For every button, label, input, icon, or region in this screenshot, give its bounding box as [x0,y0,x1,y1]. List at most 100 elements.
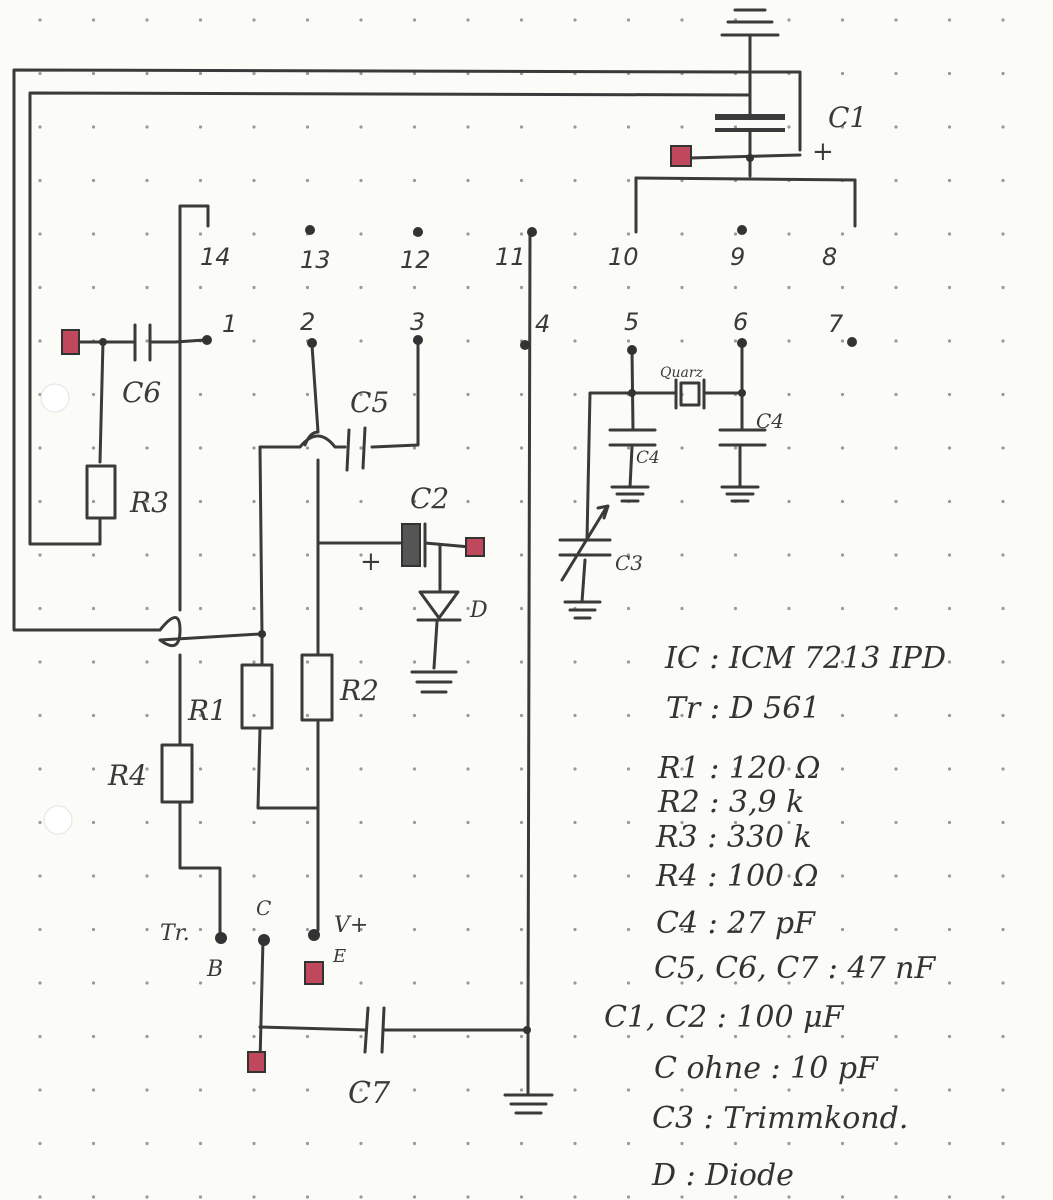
c2-plus-label: + [360,547,382,577]
trimmer-wire [585,391,635,542]
c4b-label: C4 [756,409,784,433]
ground-trimmer [563,600,602,620]
pad-c7 [247,1051,266,1073]
c1-plus-wire [688,153,802,160]
pin14-wire [178,204,210,612]
r2-label: R2 [339,674,379,707]
c4b-capacitor [718,428,767,447]
c1-label: C1 [828,101,867,134]
pin-5-label: 5 [624,308,639,336]
c1-capacitor [715,114,785,132]
pad-emitter [304,961,324,985]
trimmer-lower [580,558,587,604]
legend-c3: C3 : Trimmkond. [652,1101,908,1136]
pin-13-label: 13 [300,246,331,274]
pin-labels: 14 13 12 11 10 9 8 1 2 3 4 5 6 7 [200,243,844,338]
pin-14-label: 14 [200,243,231,271]
transistor-labels: Tr. B C V+ E [160,896,368,982]
ground-c7 [503,1093,554,1115]
c1-right-wire [746,70,802,152]
legend-r1: R1 : 120 Ω [657,751,821,786]
r2-resistor [300,653,334,722]
legend-r4: R4 : 100 Ω [655,859,819,894]
tr-label: Tr. [160,921,190,946]
pin-1-label: 1 [222,310,237,338]
r1-resistor [240,663,274,730]
pin-11-label: 11 [495,243,526,271]
c7-capacitor [363,1006,386,1054]
pin-12-label: 12 [400,246,431,274]
pad-c1 [670,145,692,167]
c4a-label: C4 [636,448,660,468]
c1-plus-label: + [812,137,834,167]
wires [12,68,857,1097]
legend-c5-c6-c7: C5, C6, C7 : 47 nF [654,951,936,986]
outer-wire [12,68,750,632]
r1-bottom-wire [256,726,320,810]
c5-capacitor [345,426,367,472]
pad-c2 [465,537,485,557]
legend-r3: R3 : 330 k [655,820,812,855]
quartz-label: Quarz [660,365,704,381]
ground-diode [410,670,458,694]
c2-capacitor [401,522,427,568]
pin-4-label: 4 [535,310,550,338]
c6-label: C6 [122,376,161,409]
components [85,114,785,1054]
diode-label: D [469,598,488,623]
base-label: B [206,957,223,982]
cross-hop [158,616,262,648]
c3-label: C3 [615,551,643,575]
parts-legend: IC : ICM 7213 IPD Tr : D 561 R1 : 120 Ω … [604,641,946,1193]
pin-2-label: 2 [300,308,315,336]
c6-capacitor [133,323,152,362]
ground-c4b [720,485,760,503]
pin11-wire [526,230,532,1097]
ground-c4a [610,485,650,503]
pin-10-label: 10 [608,243,639,271]
dot-grid [38,18,1005,1199]
r1-label: R1 [187,694,227,727]
inner-wire [28,91,750,546]
c2-label: C2 [410,482,449,515]
c4a-ground [628,445,634,489]
ground-symbols [410,8,780,1115]
vplus-label: V+ [334,913,368,938]
c4a-capacitor [608,428,657,447]
pad-c6 [61,329,80,355]
r4-resistor [160,743,194,804]
emitter-label: E [332,946,346,967]
legend-ic: IC : ICM 7213 IPD [664,641,946,676]
r3-resistor [85,464,117,520]
legend-r2: R2 : 3,9 k [657,785,804,820]
r3-top-wire [98,340,105,464]
pin-6-label: 6 [733,308,748,336]
solder-pads [61,145,692,1073]
pin-9-label: 9 [730,243,745,271]
legend-c4: C4 : 27 pF [656,906,816,941]
pin-dots [99,154,857,1034]
component-labels: C1 + C6 R3 C5 C2 + D R1 R2 R4 C7 Quarz C… [107,101,867,1111]
quartz-crystal [674,378,706,410]
legend-tr: Tr : D 561 [666,691,820,726]
legend-d: D : Diode [651,1158,794,1193]
c7-label: C7 [348,1076,391,1111]
binder-holes [40,383,73,835]
diode [416,590,462,622]
collector-label: C [256,896,271,920]
c3-trimmer [558,504,612,582]
diode-lower [432,620,439,670]
c-pin-wire [258,938,265,1064]
r1-top-wire [258,434,347,636]
c6-right-wire [148,338,207,344]
c2-right-wire [423,541,472,549]
pin-8-label: 8 [822,243,837,271]
ground-top-c1 [720,8,780,120]
pin-bus-top [634,176,857,182]
c5-right-wire [370,338,420,449]
c7-left-wire [258,1025,367,1032]
legend-c-ohne: C ohne : 10 pF [654,1051,879,1086]
r4-label: R4 [107,759,147,792]
